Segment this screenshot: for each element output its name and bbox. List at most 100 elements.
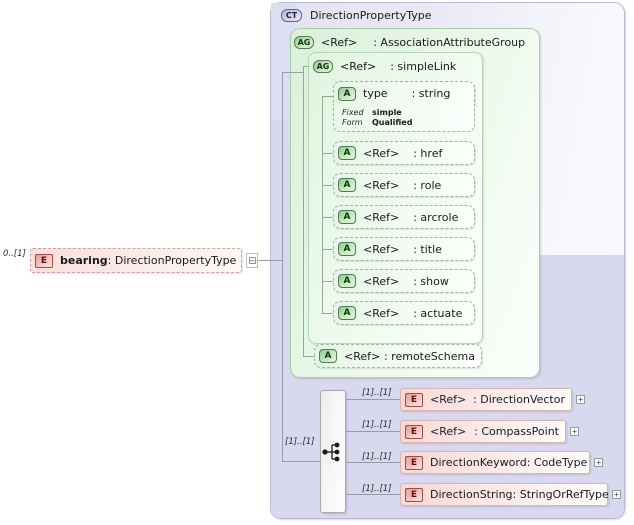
attribute-badge-icon: A <box>338 274 356 288</box>
attribute-ref: <Ref> <box>363 274 400 288</box>
complex-type-name: DirectionPropertyType <box>310 8 432 22</box>
element-direction-keyword[interactable]: E DirectionKeyword : CodeType <box>400 451 590 474</box>
attribute-type: : href <box>413 146 443 160</box>
attribute-type[interactable]: A type : string <box>333 81 475 105</box>
attribute-remote-schema[interactable]: A <Ref> : remoteSchema <box>314 344 482 368</box>
attribute-type-facets: Fixed simple Form Qualified <box>333 105 475 132</box>
expand-button-compass-point[interactable]: + <box>570 427 579 436</box>
root-element-collapse-toggle[interactable]: – <box>246 253 258 268</box>
element-type: : DirectionVector <box>473 393 565 406</box>
connector-attr-title <box>322 249 333 250</box>
element-direction-vector[interactable]: E <Ref> : DirectionVector <box>400 388 572 411</box>
attribute-type: : remoteSchema <box>383 349 475 363</box>
element-direction-string[interactable]: E DirectionString : StringOrRefType <box>400 483 609 506</box>
choice-option-cardinality: [1]..[1] <box>362 452 392 462</box>
complex-type-header: CT DirectionPropertyType <box>281 6 432 24</box>
element-type: : StringOrRefType <box>512 488 609 501</box>
facet-value-form: Qualified <box>372 117 413 127</box>
facet-label-form: Form <box>342 117 363 127</box>
facet-label-fixed: Fixed <box>342 108 364 117</box>
attribute-ref: <Ref> <box>363 178 400 192</box>
attribute-show[interactable]: A <Ref> : show <box>333 269 475 293</box>
expand-button-direction-string[interactable]: + <box>612 490 621 499</box>
attribute-group-outer-ref: <Ref> <box>321 35 358 49</box>
attribute-group-outer-type: : AssociationAttributeGroup <box>373 35 526 49</box>
connector-choice-opt4 <box>346 494 400 495</box>
connector-attr-arcrole <box>322 217 333 218</box>
attribute-group-badge-icon: AG <box>294 35 314 49</box>
connector-group-spine <box>303 66 304 356</box>
attribute-role[interactable]: A <Ref> : role <box>333 173 475 197</box>
attribute-actuate[interactable]: A <Ref> : actuate <box>333 301 475 325</box>
facet-value-fixed: simple <box>372 108 402 117</box>
attribute-group-inner-ref: <Ref> <box>340 59 377 73</box>
connector-attr-type <box>322 96 333 97</box>
connector-attr-role <box>322 185 333 186</box>
attribute-type: : arcrole <box>413 210 459 224</box>
attribute-group-inner-header: AG <Ref> : simpleLink <box>313 57 456 75</box>
attribute-arcrole[interactable]: A <Ref> : arcrole <box>333 205 475 229</box>
element-badge-icon: E <box>405 455 423 470</box>
element-type: : CompassPoint <box>474 425 559 438</box>
element-name: <Ref> <box>430 393 467 406</box>
root-element-bearing[interactable]: E bearing : DirectionPropertyType <box>30 248 242 273</box>
root-element-cardinality: 0..[1] <box>3 249 26 259</box>
element-name: DirectionString <box>430 488 513 501</box>
attribute-badge-icon: A <box>338 146 356 160</box>
connector-to-simplelink <box>303 66 309 67</box>
expand-button-direction-keyword[interactable]: + <box>594 458 603 467</box>
attribute-title[interactable]: A <Ref> : title <box>333 237 475 261</box>
root-element-name: bearing <box>60 254 108 267</box>
root-element-type: : DirectionPropertyType <box>107 254 237 267</box>
connector-choice-opt3 <box>346 462 400 463</box>
attribute-type: : title <box>413 242 442 256</box>
element-compass-point[interactable]: E <Ref> : CompassPoint <box>400 420 566 443</box>
connector-attr-href <box>322 153 333 154</box>
element-name: <Ref> <box>430 425 467 438</box>
attribute-badge-icon: A <box>338 242 356 256</box>
attribute-type: : role <box>413 178 442 192</box>
choice-option-cardinality: [1]..[1] <box>362 388 392 398</box>
attribute-type-name: type <box>363 87 388 100</box>
attribute-ref: <Ref> <box>363 242 400 256</box>
connector-choice-opt1 <box>346 399 400 400</box>
connector-root-to-type <box>258 260 282 261</box>
attribute-href[interactable]: A <Ref> : href <box>333 141 475 165</box>
element-badge-icon: E <box>405 487 423 502</box>
attribute-ref: <Ref> <box>363 210 400 224</box>
connector-type-spine <box>282 72 283 461</box>
attribute-type-datatype: : string <box>411 87 451 100</box>
element-badge-icon: E <box>405 424 423 439</box>
choice-cardinality: [1]..[1] <box>285 437 315 447</box>
choice-compositor[interactable] <box>320 390 346 513</box>
connector-type-to-attrgroup <box>282 72 303 73</box>
connector-attr-actuate <box>322 313 333 314</box>
collapse-icon: – <box>248 256 256 265</box>
expand-button-direction-vector[interactable]: + <box>576 395 585 404</box>
connector-choice-opt2 <box>346 431 400 432</box>
choice-option-cardinality: [1]..[1] <box>362 420 392 430</box>
attribute-badge-icon: A <box>319 349 337 363</box>
attribute-type: : show <box>413 274 449 288</box>
attribute-ref: <Ref> <box>363 146 400 160</box>
element-name: DirectionKeyword <box>430 456 527 469</box>
attribute-group-inner-badge-icon: AG <box>313 59 333 73</box>
attribute-group-inner-type: : simpleLink <box>390 59 457 73</box>
attribute-ref: <Ref> <box>344 349 381 363</box>
connector-attr-show <box>322 281 333 282</box>
complex-type-badge-icon: CT <box>281 8 302 22</box>
attribute-badge-icon: A <box>338 86 356 101</box>
element-type: : CodeType <box>526 456 588 469</box>
connector-to-remoteschema <box>303 356 315 357</box>
attribute-badge-icon: A <box>338 178 356 192</box>
element-badge-icon: E <box>35 253 53 268</box>
element-badge-icon: E <box>405 392 423 407</box>
attribute-type: : actuate <box>413 306 463 320</box>
attribute-ref: <Ref> <box>363 306 400 320</box>
connector-attr-spine <box>322 96 323 313</box>
choice-compositor-icon <box>322 442 340 462</box>
choice-option-cardinality: [1]..[1] <box>362 484 392 494</box>
attribute-badge-icon: A <box>338 210 356 224</box>
attribute-group-outer-header: AG <Ref> : AssociationAttributeGroup <box>294 33 525 51</box>
